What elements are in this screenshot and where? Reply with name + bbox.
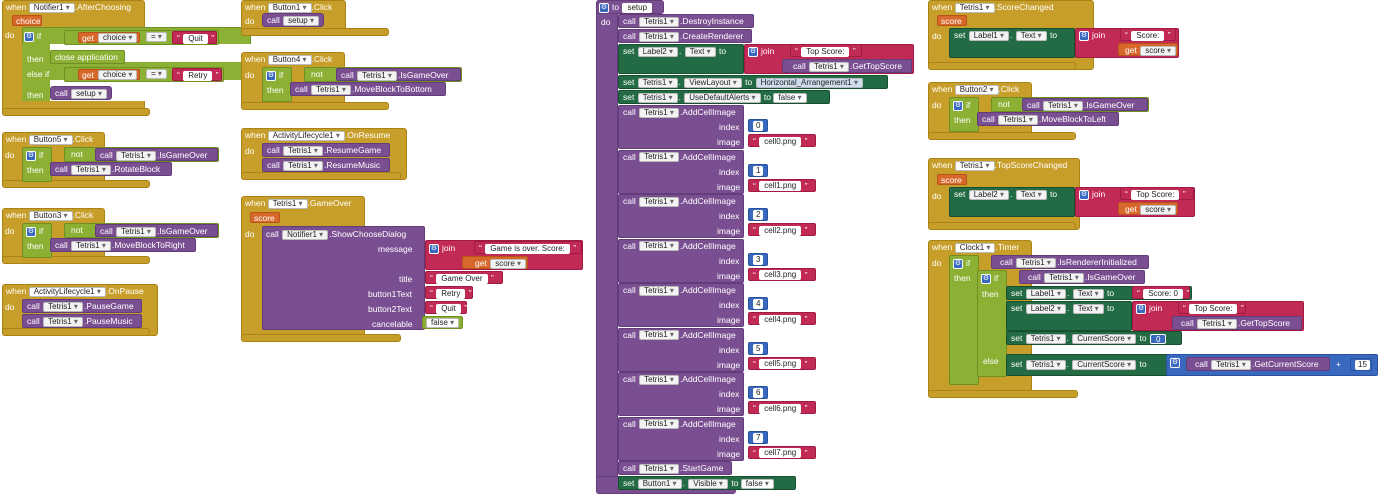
gear-icon[interactable]: ⚙	[26, 150, 36, 161]
number-index[interactable]: 0	[748, 119, 768, 132]
param-score[interactable]: score	[250, 212, 280, 223]
text-image[interactable]: “ cell0.png ”	[748, 134, 816, 147]
call-resumegame[interactable]: call Tetris1.ResumeGame	[262, 143, 390, 157]
text-image[interactable]: “ cell3.png ”	[748, 267, 816, 281]
number-index[interactable]: 7	[748, 430, 768, 444]
text-image[interactable]: “ cell1.png ”	[748, 178, 816, 192]
call-moveblocktoleft[interactable]: call Tetris1.MoveBlockToLeft	[977, 112, 1119, 126]
number-index[interactable]: 2	[748, 208, 768, 221]
procedure-setup[interactable]	[596, 0, 618, 494]
call-moveblocktoright[interactable]: call Tetris1.MoveBlockToRight	[50, 238, 196, 252]
call-setup[interactable]: call setup	[50, 86, 112, 100]
text-quit[interactable]: “ Quit ”	[172, 31, 217, 44]
param-choice[interactable]: choice	[12, 15, 42, 26]
component-dropdown[interactable]: Notifier1	[28, 2, 75, 13]
number-index[interactable]: 3	[748, 252, 768, 266]
gear-icon[interactable]: ⚙	[1079, 189, 1089, 200]
number-index[interactable]: 5	[748, 341, 768, 355]
gear-icon[interactable]: ⚙	[748, 46, 758, 57]
number-index[interactable]: 6	[748, 386, 768, 399]
text-image[interactable]: “ cell5.png ”	[748, 356, 816, 370]
text-image[interactable]: “ cell7.png ”	[748, 445, 816, 459]
text-retry[interactable]: “ Retry ”	[172, 68, 222, 81]
number-index[interactable]: 1	[748, 163, 768, 177]
gear-icon[interactable]: ⚙	[1170, 357, 1180, 368]
gear-icon[interactable]: ⚙	[599, 2, 609, 13]
gear-icon[interactable]: ⚙	[953, 258, 963, 269]
call-pausemusic[interactable]: call Tetris1.PauseMusic	[22, 314, 142, 328]
gear-icon[interactable]: ⚙	[981, 273, 991, 284]
call-setup-2[interactable]: call setup	[262, 13, 324, 27]
call-showchoosedialog[interactable]	[262, 226, 425, 330]
call-moveblocktobottom[interactable]: call Tetris1.MoveBlockToBottom	[290, 82, 446, 96]
gear-icon[interactable]: ⚙	[953, 100, 963, 111]
gear-icon[interactable]: ⚙	[266, 70, 276, 81]
gear-icon[interactable]: ⚙	[429, 243, 439, 254]
text-image[interactable]: “ cell2.png ”	[748, 223, 816, 236]
gear-icon[interactable]: ⚙	[26, 226, 36, 237]
call-pausegame[interactable]: call Tetris1.PauseGame	[22, 299, 142, 313]
call-rotateblock[interactable]: call Tetris1.RotateBlock	[50, 162, 172, 176]
number-index[interactable]: 4	[748, 297, 768, 310]
gear-icon[interactable]: ⚙	[24, 31, 34, 42]
gear-icon[interactable]: ⚙	[1079, 30, 1089, 41]
gear-icon[interactable]: ⚙	[1136, 303, 1146, 314]
close-application[interactable]: close application	[55, 52, 118, 62]
call-resumemusic[interactable]: call Tetris1.ResumeMusic	[262, 158, 390, 172]
text-image[interactable]: “ cell4.png ”	[748, 312, 816, 325]
text-image[interactable]: “ cell6.png ”	[748, 401, 816, 414]
call-startgame[interactable]: call Tetris1.StartGame	[618, 461, 732, 475]
